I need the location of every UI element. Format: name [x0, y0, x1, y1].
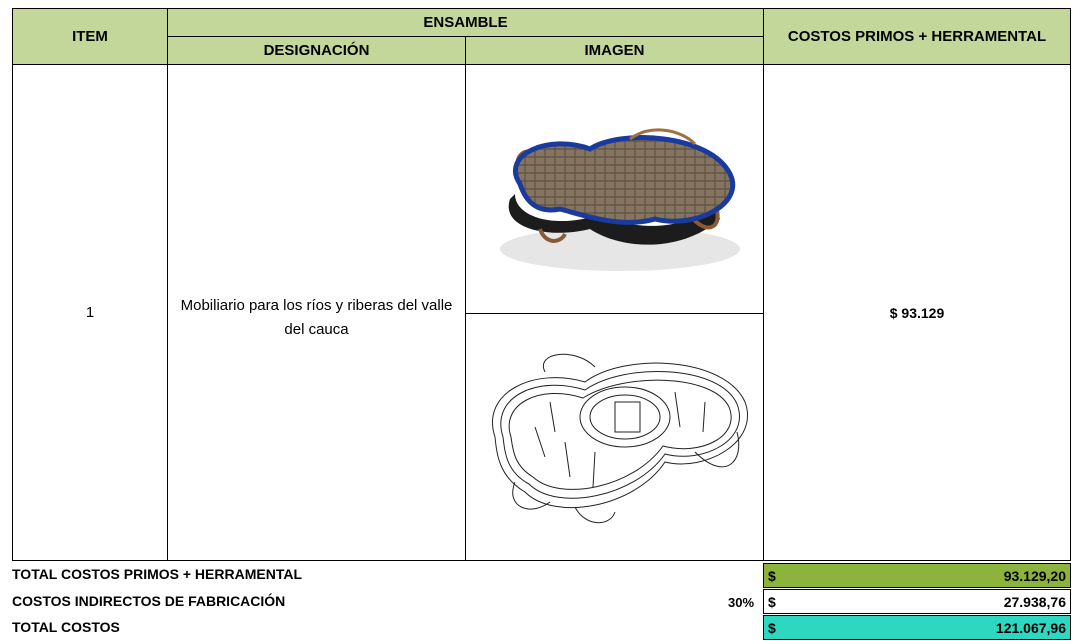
indirectos-amount: $ 27.938,76: [763, 589, 1071, 614]
header-item: ITEM: [12, 8, 168, 65]
header-designacion-label: DESIGNACIÓN: [263, 42, 370, 59]
total-primos-label: TOTAL COSTOS PRIMOS + HERRAMENTAL: [12, 566, 303, 582]
indirectos-symbol: $: [768, 593, 776, 610]
indirectos-value: 27.938,76: [1003, 593, 1066, 610]
header-costos: COSTOS PRIMOS + HERRAMENTAL: [763, 8, 1071, 65]
indirectos-label: COSTOS INDIRECTOS DE FABRICACIÓN: [12, 593, 286, 609]
total-primos-amount: $ 93.129,20: [763, 563, 1071, 588]
header-costos-label: COSTOS PRIMOS + HERRAMENTAL: [787, 28, 1047, 45]
total-costos-value: 121.067,96: [995, 619, 1066, 636]
row-costo-value: $ 93.129: [889, 304, 945, 321]
total-costos-amount: $ 121.067,96: [763, 615, 1071, 640]
render-image-cell: [465, 64, 764, 314]
row-designacion-text: Mobiliario para los ríos y riberas del v…: [180, 296, 453, 338]
total-primos-value: 93.129,20: [1003, 567, 1066, 584]
header-item-label: ITEM: [72, 28, 108, 45]
header-imagen-label: IMAGEN: [584, 42, 645, 59]
indirectos-percent: 30%: [728, 595, 755, 610]
total-costos-symbol: $: [768, 619, 776, 636]
row-designacion-cell: Mobiliario para los ríos y riberas del v…: [167, 64, 466, 561]
row-costo-cell: $ 93.129: [763, 64, 1071, 561]
header-designacion: DESIGNACIÓN: [167, 36, 466, 65]
wireframe-image-cell: [465, 313, 764, 561]
total-costos-label: TOTAL COSTOS: [12, 619, 120, 635]
furniture-render-image: [499, 128, 740, 271]
header-ensamble: ENSAMBLE: [167, 8, 764, 37]
header-ensamble-label: ENSAMBLE: [423, 14, 508, 31]
row-item-cell: 1: [12, 64, 168, 561]
header-imagen: IMAGEN: [465, 36, 764, 65]
furniture-wireframe-image: [491, 353, 748, 524]
total-primos-symbol: $: [768, 567, 776, 584]
row-item-value: 1: [85, 304, 95, 321]
